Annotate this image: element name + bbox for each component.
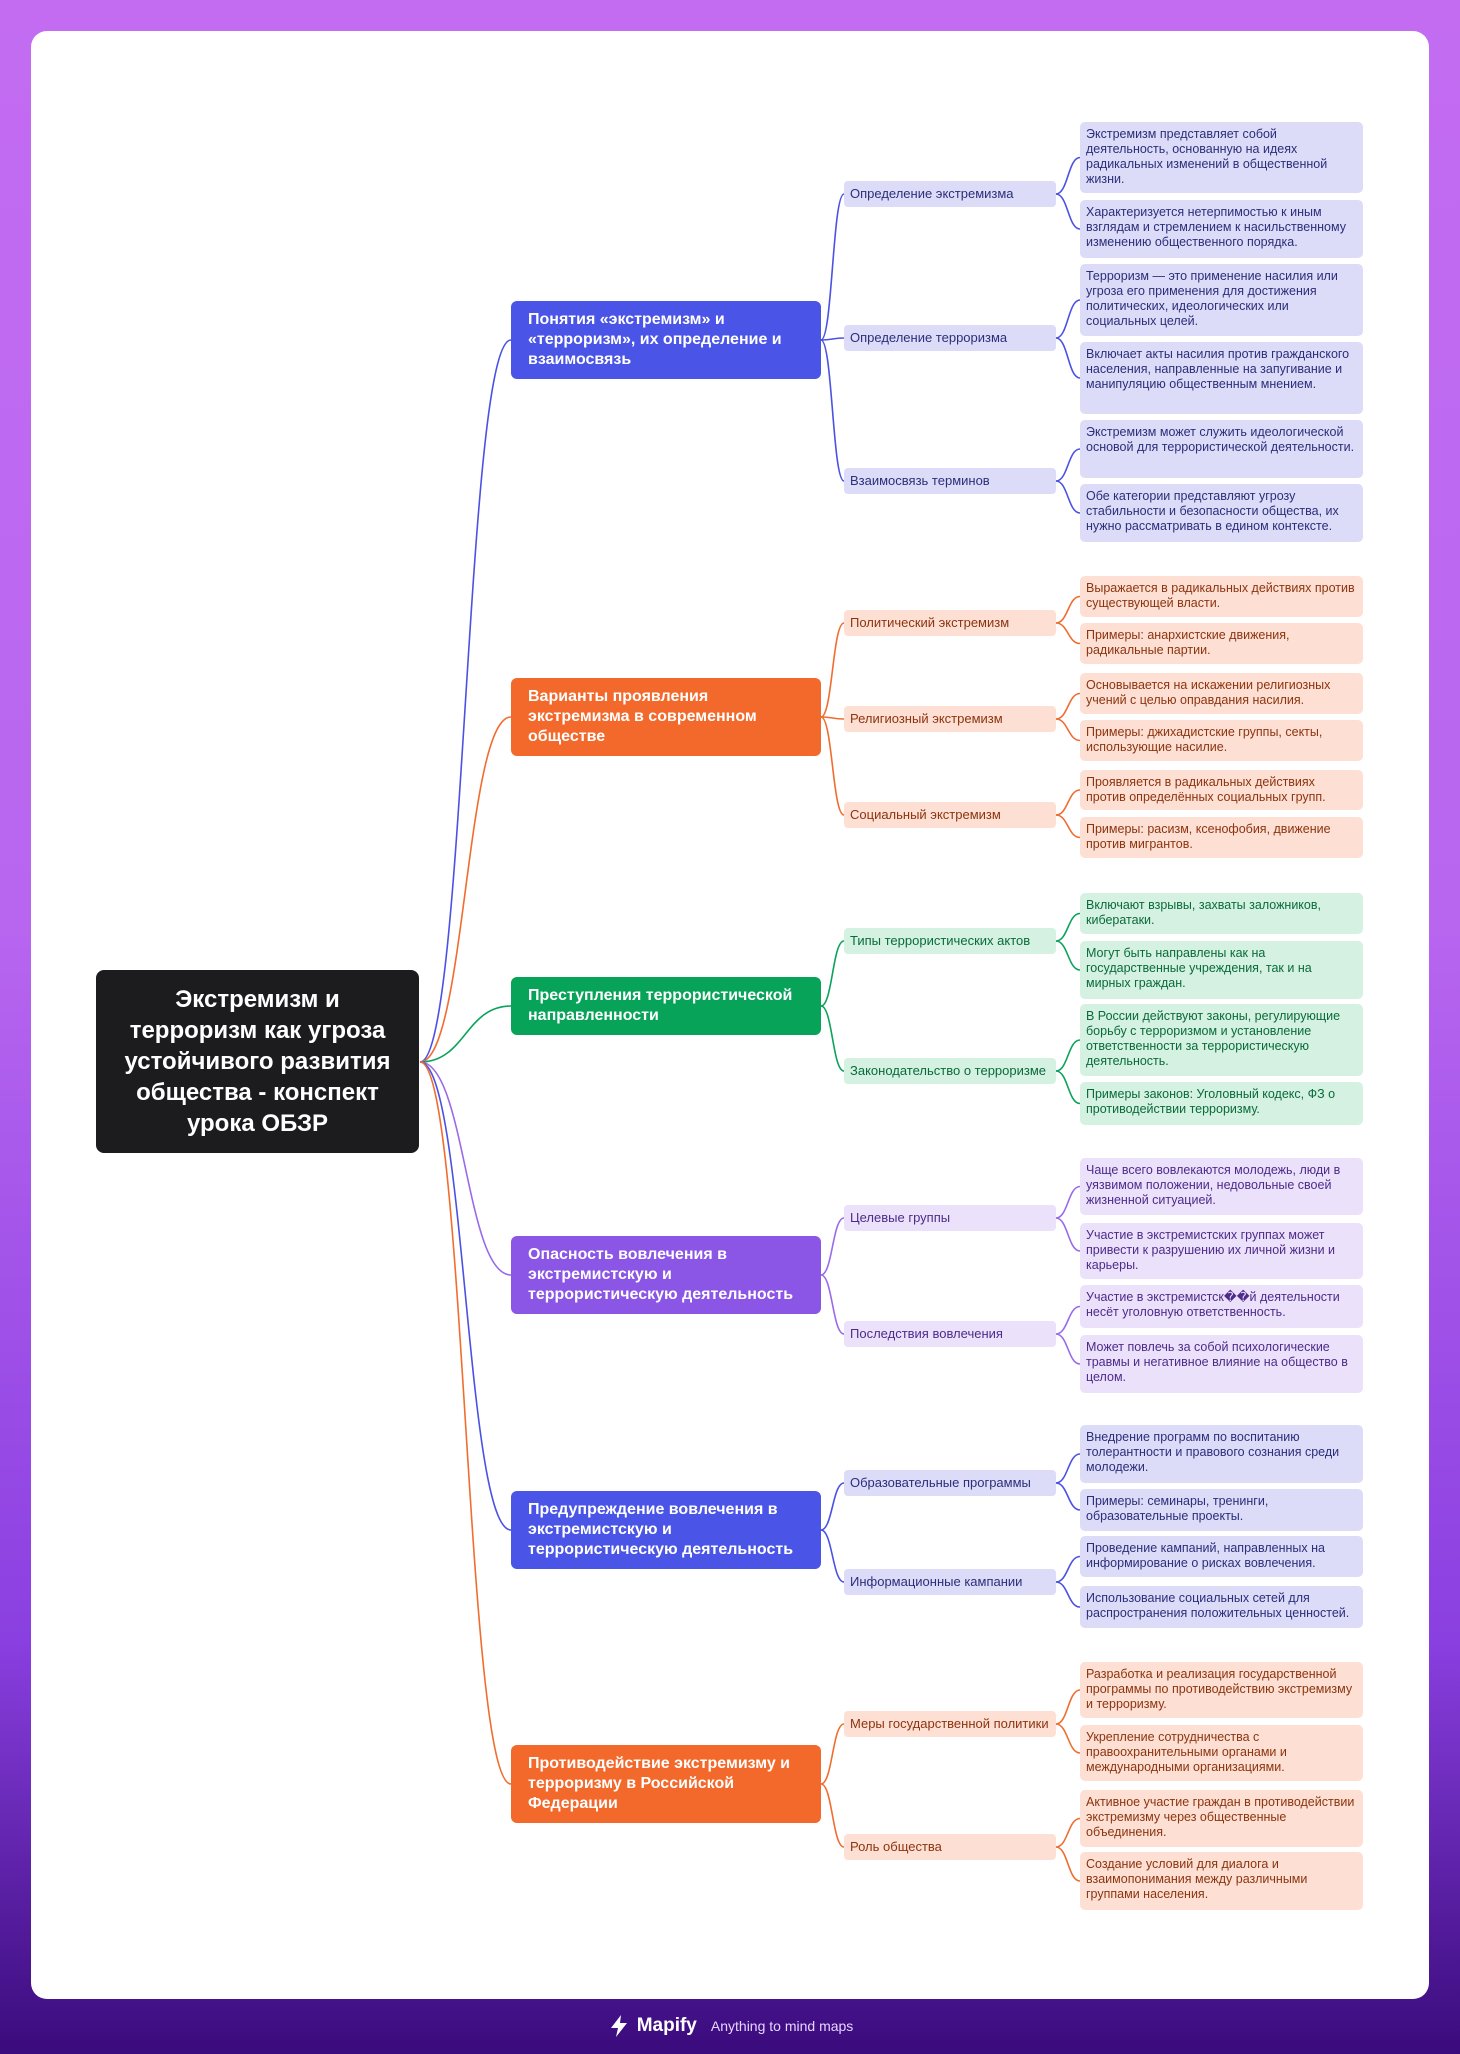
leaf-node[interactable]: Экстремизм представляет собой деятельнос… [1080, 122, 1363, 193]
leaf-node[interactable]: Внедрение программ по воспитанию толеран… [1080, 1425, 1363, 1483]
leaf-node[interactable]: Характеризуется нетерпимостью к иным взг… [1080, 200, 1363, 258]
leaf-node[interactable]: Основывается на искажении религиозных уч… [1080, 673, 1363, 714]
leaf-node[interactable]: Примеры: анархистские движения, радикаль… [1080, 623, 1363, 664]
branch-node[interactable]: Варианты проявления экстремизма в соврем… [511, 678, 821, 756]
leaf-node[interactable]: Примеры: джихадистские группы, секты, ис… [1080, 720, 1363, 761]
leaf-node[interactable]: Участие в экстремистск��й деятельности н… [1080, 1285, 1363, 1328]
leaf-node[interactable]: Экстремизм может служить идеологической … [1080, 420, 1363, 478]
leaf-node[interactable]: В России действуют законы, регулирующие … [1080, 1004, 1363, 1076]
brand-name: Mapify [636, 2015, 697, 2036]
sub-topic-node[interactable]: Типы террористических актов [844, 928, 1056, 954]
leaf-node[interactable]: Примеры законов: Уголовный кодекс, ФЗ о … [1080, 1082, 1363, 1125]
root-node[interactable]: Экстремизм и терроризм как угроза устойч… [96, 970, 419, 1153]
sub-topic-node[interactable]: Социальный экстремизм [844, 802, 1056, 828]
sub-topic-node[interactable]: Меры государственной политики [844, 1711, 1056, 1737]
branch-node[interactable]: Понятия «экстремизм» и «терроризм», их о… [511, 301, 821, 379]
leaf-node[interactable]: Активное участие граждан в противодейств… [1080, 1790, 1363, 1847]
leaf-node[interactable]: Обе категории представляют угрозу стабил… [1080, 484, 1363, 542]
leaf-node[interactable]: Выражается в радикальных действиях проти… [1080, 576, 1363, 617]
mapify-logo-icon [610, 2015, 627, 2037]
leaf-node[interactable]: Укрепление сотрудничества с правоохранит… [1080, 1725, 1363, 1781]
leaf-node[interactable]: Примеры: семинары, тренинги, образовател… [1080, 1489, 1363, 1531]
footer: Mapify Anything to mind maps [0, 2010, 1460, 2042]
leaf-node[interactable]: Использование социальных сетей для распр… [1080, 1586, 1363, 1628]
leaf-node[interactable]: Проявляется в радикальных действиях прот… [1080, 770, 1363, 810]
branch-node[interactable]: Опасность вовлечения в экстремистскую и … [511, 1236, 821, 1314]
leaf-node[interactable]: Проведение кампаний, направленных на инф… [1080, 1536, 1363, 1577]
leaf-node[interactable]: Включают взрывы, захваты заложников, киб… [1080, 893, 1363, 934]
sub-topic-node[interactable]: Образовательные программы [844, 1470, 1056, 1496]
branch-node[interactable]: Преступления террористической направленн… [511, 977, 821, 1035]
sub-topic-node[interactable]: Определение терроризма [844, 325, 1056, 351]
sub-topic-node[interactable]: Законодательство о терроризме [844, 1058, 1056, 1084]
sub-topic-node[interactable]: Политический экстремизм [844, 610, 1056, 636]
leaf-node[interactable]: Участие в экстремистских группах может п… [1080, 1223, 1363, 1279]
branch-node[interactable]: Предупреждение вовлечения в экстремистск… [511, 1491, 821, 1569]
leaf-node[interactable]: Включает акты насилия против гражданског… [1080, 342, 1363, 414]
leaf-node[interactable]: Может повлечь за собой психологические т… [1080, 1335, 1363, 1393]
leaf-node[interactable]: Разработка и реализация государственной … [1080, 1662, 1363, 1718]
footer-brand[interactable]: Mapify [607, 2014, 697, 2038]
sub-topic-node[interactable]: Религиозный экстремизм [844, 706, 1056, 732]
leaf-node[interactable]: Терроризм — это применение насилия или у… [1080, 264, 1363, 336]
leaf-node[interactable]: Примеры: расизм, ксенофобия, движение пр… [1080, 817, 1363, 858]
leaf-node[interactable]: Могут быть направлены как на государстве… [1080, 941, 1363, 999]
footer-tagline: Anything to mind maps [710, 2018, 854, 2034]
sub-topic-node[interactable]: Информационные кампании [844, 1569, 1056, 1595]
sub-topic-node[interactable]: Последствия вовлечения [844, 1321, 1056, 1347]
branch-node[interactable]: Противодействие экстремизму и терроризму… [511, 1745, 821, 1823]
sub-topic-node[interactable]: Определение экстремизма [844, 181, 1056, 207]
leaf-node[interactable]: Создание условий для диалога и взаимопон… [1080, 1852, 1363, 1910]
sub-topic-node[interactable]: Целевые группы [844, 1205, 1056, 1231]
leaf-node[interactable]: Чаще всего вовлекаются молодежь, люди в … [1080, 1158, 1363, 1215]
sub-topic-node[interactable]: Роль общества [844, 1834, 1056, 1860]
sub-topic-node[interactable]: Взаимосвязь терминов [844, 468, 1056, 494]
